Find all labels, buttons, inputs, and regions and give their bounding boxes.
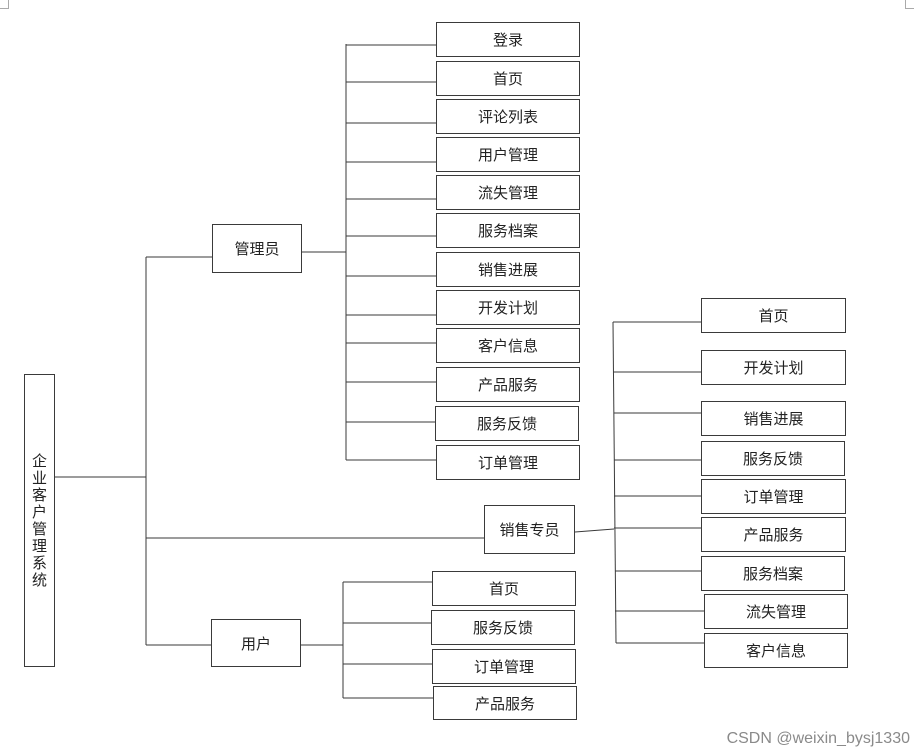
admin-module-node: 首页 bbox=[436, 61, 580, 96]
sales-module-node: 客户信息 bbox=[704, 633, 848, 668]
sales-module-node: 首页 bbox=[701, 298, 846, 333]
user-module-node: 服务反馈 bbox=[431, 610, 575, 645]
admin-module-node: 服务档案 bbox=[436, 213, 580, 248]
sales-module-node: 销售进展 bbox=[701, 401, 846, 436]
sales-module-node: 订单管理 bbox=[701, 479, 846, 514]
user-module-node: 首页 bbox=[432, 571, 576, 606]
user-module-node: 产品服务 bbox=[433, 686, 577, 720]
role-node-admin: 管理员 bbox=[212, 224, 302, 273]
admin-module-node: 登录 bbox=[436, 22, 580, 57]
user-module-node: 订单管理 bbox=[432, 649, 576, 684]
corner-mark-left bbox=[0, 0, 9, 9]
admin-module-node: 评论列表 bbox=[436, 99, 580, 134]
sales-module-node: 服务档案 bbox=[701, 556, 845, 591]
sales-module-node: 流失管理 bbox=[704, 594, 848, 629]
admin-module-node: 服务反馈 bbox=[435, 406, 579, 441]
corner-mark-right bbox=[905, 0, 914, 9]
sales-module-node: 服务反馈 bbox=[701, 441, 845, 476]
root-node: 企业客户管理系统 bbox=[24, 374, 55, 667]
admin-module-node: 开发计划 bbox=[436, 290, 580, 325]
admin-module-node: 流失管理 bbox=[436, 175, 580, 210]
admin-module-node: 订单管理 bbox=[436, 445, 580, 480]
admin-module-node: 客户信息 bbox=[436, 328, 580, 363]
admin-module-node: 销售进展 bbox=[436, 252, 580, 287]
watermark-text: CSDN @weixin_bysj1330 bbox=[726, 730, 910, 747]
sales-module-node: 开发计划 bbox=[701, 350, 846, 385]
role-node-sales: 销售专员 bbox=[484, 505, 575, 554]
role-node-user: 用户 bbox=[211, 619, 301, 667]
sales-module-node: 产品服务 bbox=[701, 517, 846, 552]
admin-module-node: 产品服务 bbox=[436, 367, 580, 402]
admin-module-node: 用户管理 bbox=[436, 137, 580, 172]
